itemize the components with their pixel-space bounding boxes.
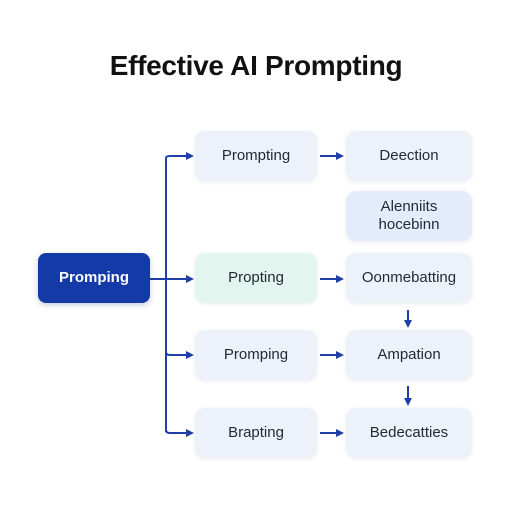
- outcome-node-2: Alenniits hocebinn: [346, 191, 472, 241]
- outcome-node-label: Ampation: [377, 346, 441, 363]
- branch-node-label: Promping: [223, 346, 289, 363]
- branch-node-label: Brapting: [228, 424, 284, 441]
- outcome-node-5: Bedecatties: [346, 408, 472, 458]
- outcome-node-3: Oonmebatting: [346, 253, 472, 303]
- outcome-node-label: Alenniits hocebinn: [378, 198, 440, 233]
- branch-connector-3: [165, 351, 194, 359]
- branch-node-2: Propting: [195, 253, 317, 303]
- diagram-title: Effective AI Prompting: [109, 50, 403, 81]
- outcome-node-4: Ampation: [346, 330, 472, 380]
- outcome-node-label: Bedecatties: [369, 424, 449, 441]
- outcome-node-label: Oonmebatting: [361, 269, 457, 286]
- branch-node-label: Prompting: [221, 147, 291, 164]
- outcome-node-1: Deection: [346, 131, 472, 181]
- branch-node-label: Propting: [228, 269, 284, 286]
- branch-connector-4: [165, 429, 194, 437]
- outcome-node-label: Deection: [379, 147, 439, 164]
- source-node-label: Promping: [59, 269, 129, 286]
- branch-node-3: Promping: [195, 330, 317, 380]
- branch-node-4: Brapting: [195, 408, 317, 458]
- source-node: Promping: [38, 253, 150, 303]
- branch-node-1: Prompting: [195, 131, 317, 181]
- branch-connector-1: [165, 152, 194, 160]
